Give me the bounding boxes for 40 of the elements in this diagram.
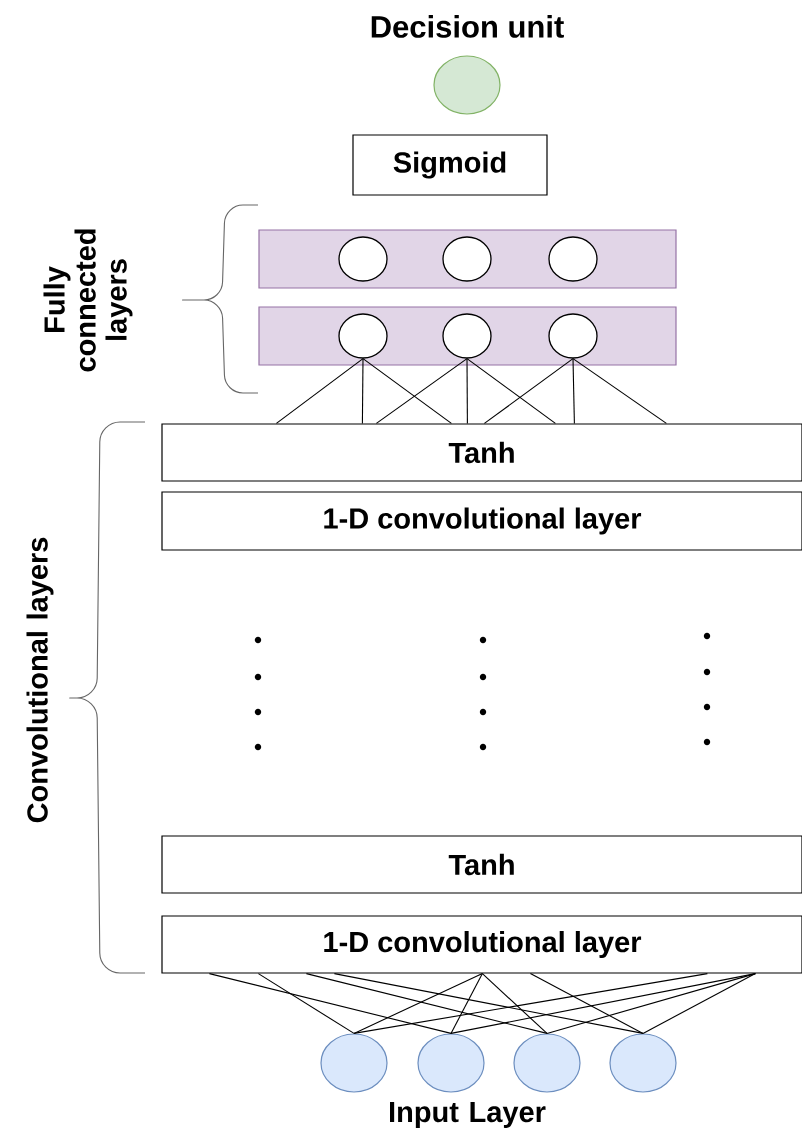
- connection-line: [257, 973, 355, 1034]
- input-neuron: [513, 1033, 581, 1093]
- output-neuron: Decision unit: [371, 15, 564, 115]
- layer-box: Sigmoid: [352, 134, 548, 196]
- connection-line: [572, 358, 667, 424]
- layer-box: 1-D convolutional layer: [161, 491, 802, 551]
- input-neuron: [417, 1033, 485, 1093]
- connection-line: [353, 973, 483, 1034]
- bracket-label: Convolutional layers: [26, 537, 54, 823]
- connection-line: [546, 973, 756, 1034]
- connection-line: [333, 973, 644, 1034]
- connection-line: [275, 358, 364, 424]
- connection-line: [362, 358, 452, 424]
- neuron-circle: [338, 236, 388, 282]
- input-neuron: [320, 1033, 388, 1093]
- layer-box: 1-D convolutional layer: [161, 915, 802, 974]
- connection-line: [529, 973, 644, 1034]
- layer-box: Tanh: [161, 835, 802, 894]
- neuron-circle: [442, 313, 492, 359]
- connection-line: [483, 358, 574, 424]
- connection-line: [305, 973, 548, 1034]
- connection-line: [642, 973, 756, 1034]
- neuron-circle: [548, 236, 598, 282]
- connection-line: [572, 358, 575, 424]
- connection-line: [361, 358, 364, 424]
- bracket-label: Fully connected layers: [43, 229, 133, 372]
- connection-line: [353, 973, 708, 1034]
- neuron-circle: [548, 313, 598, 359]
- neuron-circle: [442, 236, 492, 282]
- connection-line: [208, 973, 452, 1034]
- connection-line: [450, 973, 483, 1034]
- connection-line: [466, 358, 556, 424]
- node-label: Decision unit: [371, 15, 564, 38]
- connection-line: [466, 358, 468, 424]
- neuron-circle: [338, 313, 388, 359]
- layer-caption: Input Layer: [390, 1102, 546, 1128]
- input-neuron: [609, 1033, 677, 1093]
- layer-box: Tanh: [161, 423, 802, 482]
- connection-line: [481, 973, 548, 1034]
- connection-line: [375, 358, 468, 424]
